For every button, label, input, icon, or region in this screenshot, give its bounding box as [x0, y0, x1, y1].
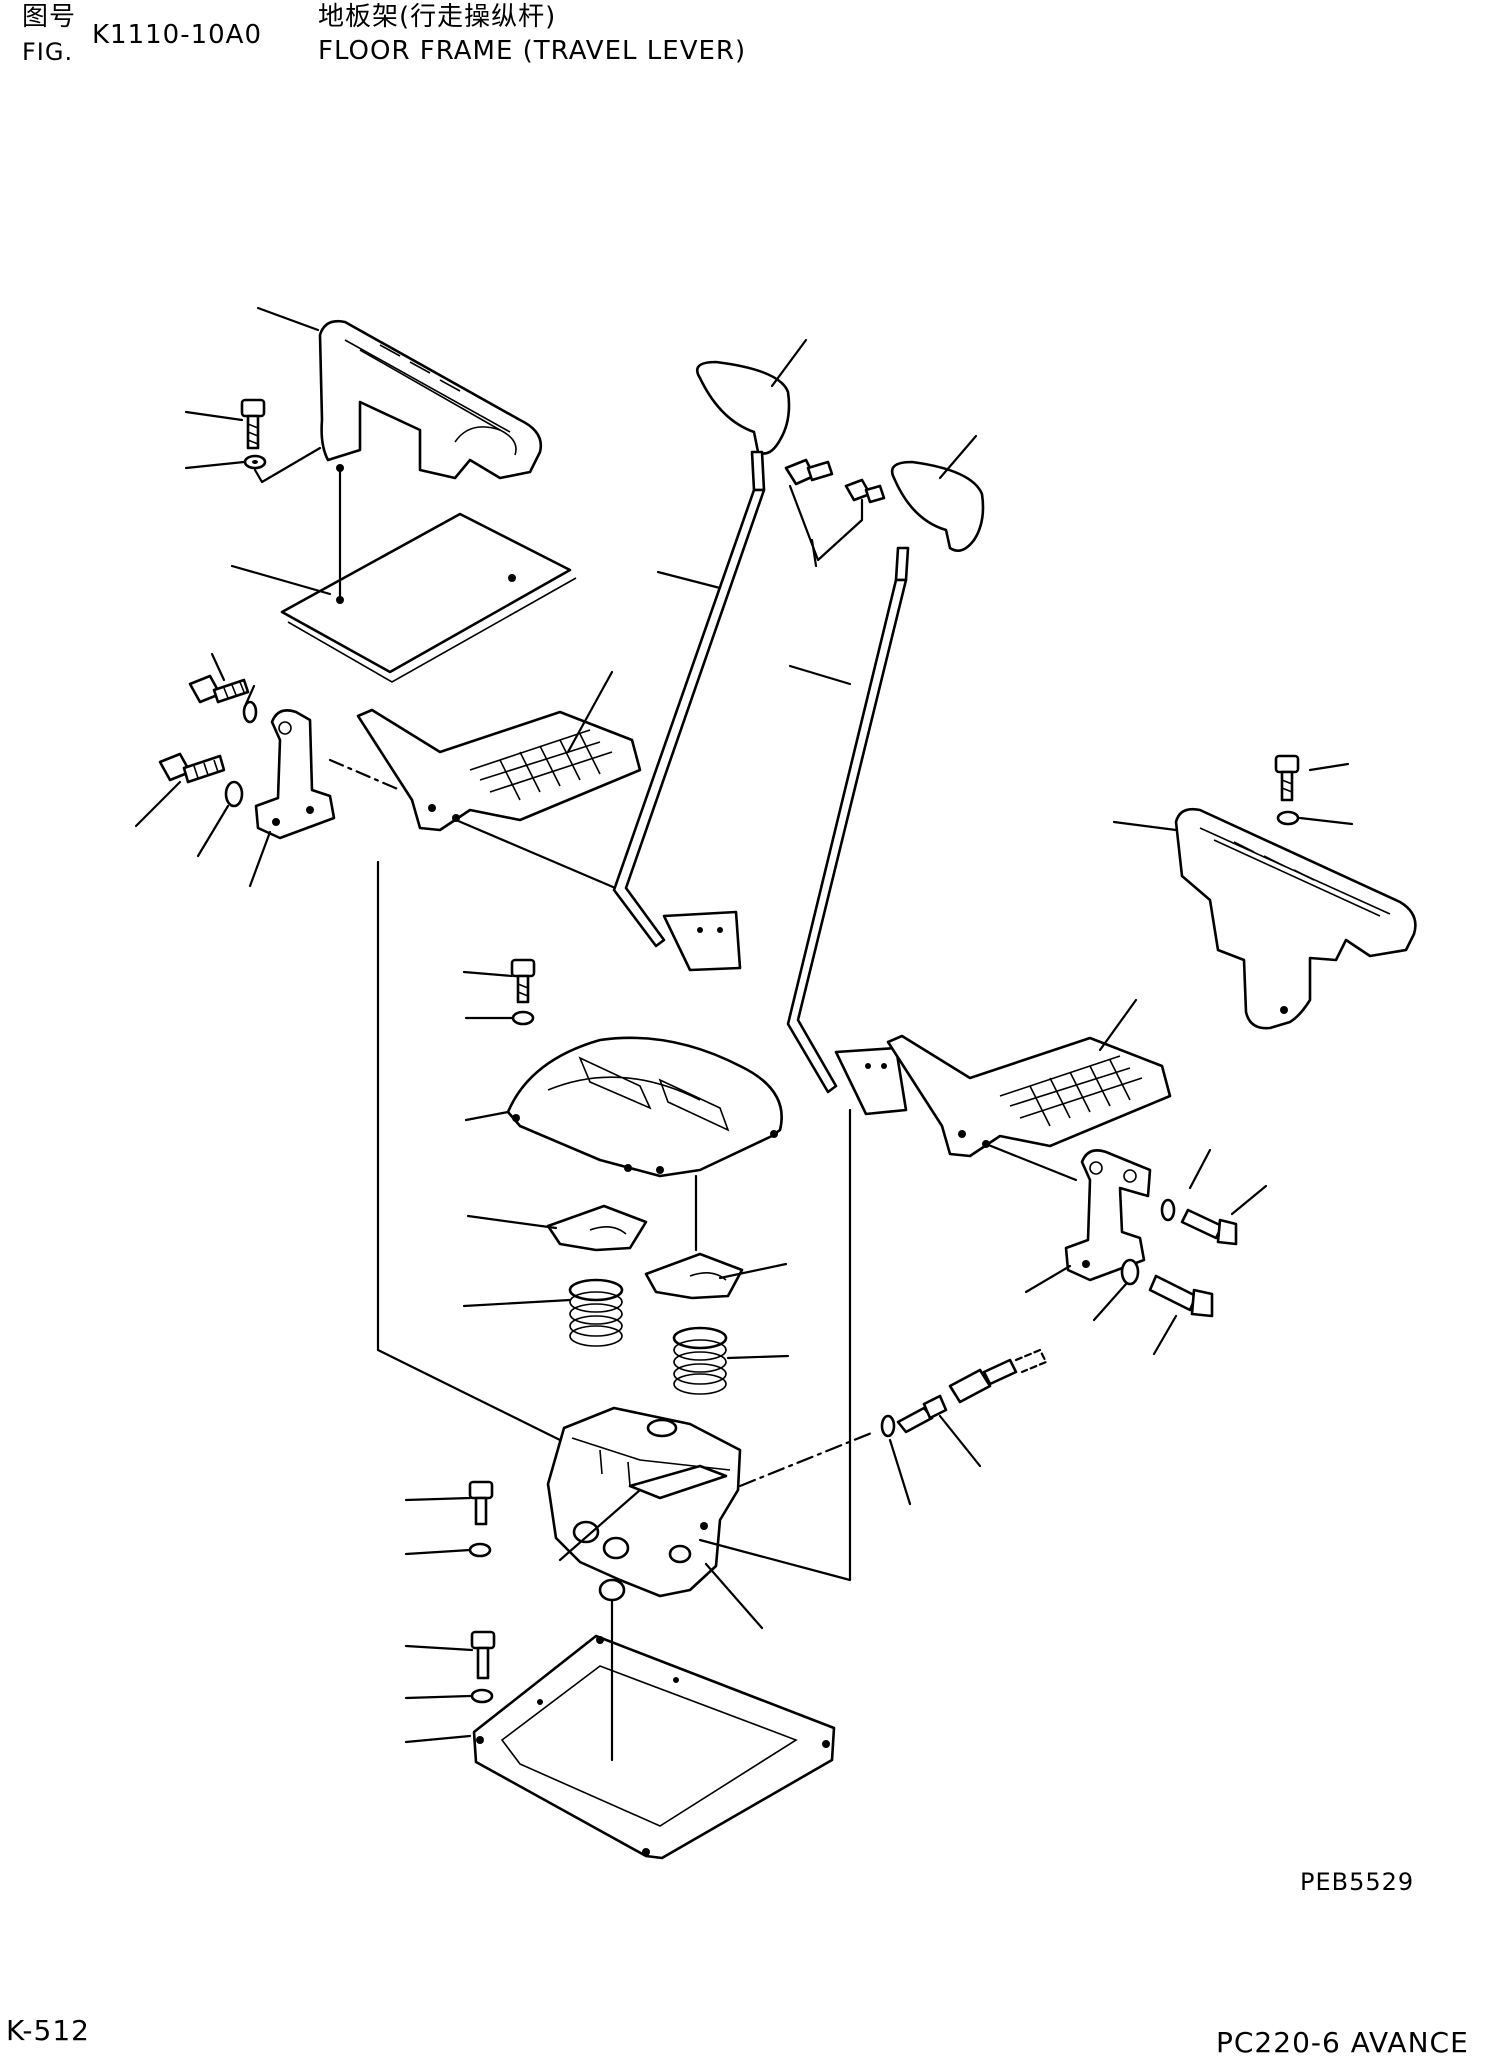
leader-lines	[136, 308, 1352, 1742]
left-pedal	[358, 710, 640, 830]
bolt-icon	[472, 1632, 494, 1678]
spring-right	[674, 1328, 726, 1394]
nut-icon	[846, 480, 884, 502]
figure-cn-label: 图号	[22, 2, 77, 32]
washer-icon	[1162, 1200, 1174, 1220]
left-pedal-bracket	[256, 710, 334, 838]
bolt-icon	[512, 960, 534, 1002]
washer-icon	[472, 1690, 492, 1702]
o-ring-icon	[882, 1416, 894, 1436]
right-pedal-bracket	[1066, 1150, 1150, 1280]
right-travel-lever	[788, 462, 983, 1114]
right-console-cover	[1176, 809, 1415, 1028]
elbow-fitting	[898, 1396, 946, 1432]
washer-icon	[1278, 812, 1298, 824]
washer-icon	[244, 702, 256, 722]
adapter-fitting	[950, 1350, 1046, 1402]
left-travel-lever	[614, 362, 789, 970]
bolt-icon	[242, 400, 264, 448]
figure-fig-label: FIG.	[22, 38, 74, 66]
drawing-code: PEB5529	[1300, 1868, 1415, 1896]
floor-mat	[282, 514, 576, 682]
bolt-icon	[786, 460, 832, 484]
washer-icon	[1122, 1260, 1138, 1284]
washer-icon	[513, 1012, 533, 1024]
spring-left	[570, 1280, 622, 1346]
bolt-icon	[190, 676, 248, 702]
washer-icon	[245, 456, 265, 468]
page-number: K-512	[6, 2014, 90, 2047]
figure-number: K1110-10A0	[92, 20, 263, 50]
seat-plate-left	[548, 1206, 646, 1250]
bolt-icon	[1182, 1210, 1236, 1244]
washer-icon	[470, 1544, 490, 1556]
model-name: PC220-6 AVANCE	[1216, 2026, 1469, 2059]
bolt-icon	[470, 1482, 492, 1524]
pilot-valve	[548, 1408, 740, 1600]
bolt-icon	[1276, 756, 1298, 800]
washer-icon	[226, 782, 242, 806]
lever-boot-cover	[508, 1038, 782, 1176]
right-pedal	[888, 1036, 1170, 1156]
left-console-cover	[320, 321, 541, 478]
figure-en-title: FLOOR FRAME (TRAVEL LEVER)	[318, 36, 747, 66]
bolt-icon	[160, 754, 224, 782]
figure-cn-title: 地板架(行走操纵杆)	[318, 2, 557, 32]
bolt-icon	[1150, 1276, 1212, 1316]
base-plate	[474, 1636, 834, 1858]
